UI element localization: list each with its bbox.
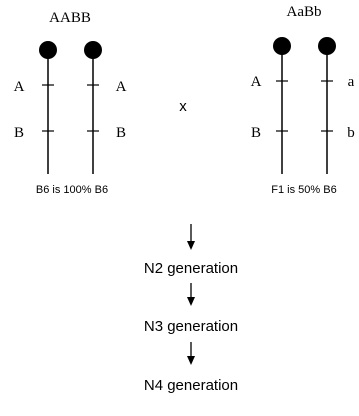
right-parent-genotype: AaBb: [287, 4, 322, 20]
generation-flow: N2 generation N3 generation N4 generatio…: [144, 224, 238, 394]
left-parent: AABB A B A B B6 is 100% B6: [14, 10, 127, 196]
left-parent-caption: B6 is 100% B6: [36, 184, 108, 196]
locus-label: A: [116, 79, 127, 95]
left-chromosome-1: A B: [14, 41, 57, 174]
left-parent-genotype: AABB: [49, 10, 91, 26]
generation-label-n2: N2 generation: [144, 260, 238, 277]
generation-label-n4: N4 generation: [144, 377, 238, 394]
arrow-to-n2: [187, 224, 195, 250]
right-chromosome-1: A B: [251, 37, 291, 174]
left-chromosome-2: A B: [84, 41, 127, 174]
locus-label: A: [14, 79, 25, 95]
locus-label: A: [251, 74, 262, 90]
locus-label: B: [251, 125, 261, 141]
arrow-to-n4: [187, 342, 195, 365]
locus-label: b: [347, 125, 355, 141]
right-chromosome-2: a b: [318, 37, 355, 174]
locus-label: B: [14, 125, 24, 141]
right-parent-caption: F1 is 50% B6: [271, 184, 336, 196]
right-parent: AaBb A B a b F1 is 50% B6: [251, 4, 355, 196]
locus-label: B: [116, 125, 126, 141]
generation-label-n3: N3 generation: [144, 318, 238, 335]
locus-label: a: [348, 74, 355, 90]
arrow-to-n3: [187, 283, 195, 306]
cross-symbol: x: [179, 98, 187, 115]
